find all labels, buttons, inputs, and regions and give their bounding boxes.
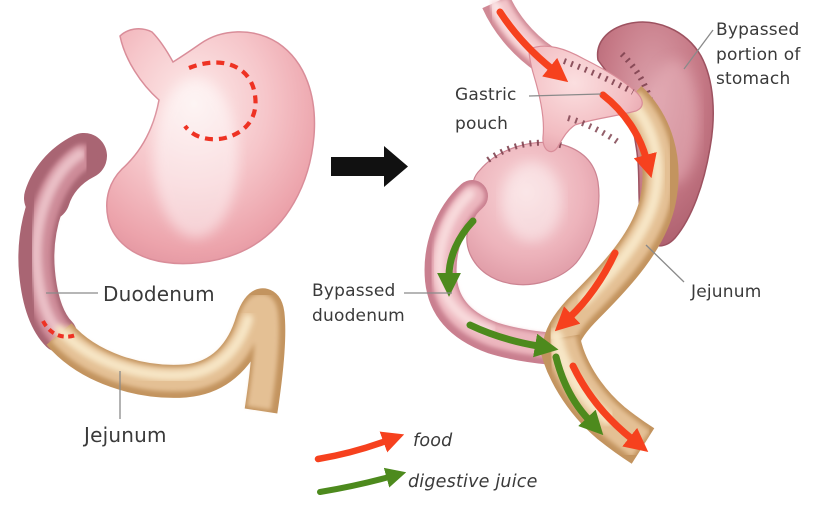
digestive-juice-arrows bbox=[437, 217, 604, 436]
legend-juice-label: digestive juice bbox=[408, 472, 538, 492]
pouch-incision-outline bbox=[183, 60, 258, 142]
bypassed-portion-leader-line bbox=[683, 29, 714, 70]
bypassed-duodenum-label: Bypassed duodenum bbox=[312, 281, 405, 326]
bypass-anatomy-figure bbox=[404, 0, 714, 464]
legend-food-arrow bbox=[314, 431, 405, 463]
juice-arrow-duodenum bbox=[437, 217, 477, 297]
jejunum-tube bbox=[46, 288, 286, 414]
pouch-staple-line-bottom bbox=[567, 115, 620, 145]
food-arrow-common-limb bbox=[569, 362, 649, 453]
jejunum-right-leader-line bbox=[645, 244, 685, 283]
gastric-pouch-leader-line bbox=[528, 93, 602, 97]
duodenum-tube bbox=[18, 133, 107, 352]
duodenum-label: Duodenum bbox=[103, 282, 215, 306]
jejunum-right-label: Jejunum bbox=[691, 282, 762, 302]
legend bbox=[314, 431, 407, 495]
transform-arrow bbox=[331, 146, 408, 187]
juice-arrow-junction bbox=[466, 321, 559, 358]
food-arrow-esophagus bbox=[496, 8, 569, 83]
food-arrow-pouch-outlet bbox=[599, 91, 657, 179]
legend-juice-arrow bbox=[317, 467, 407, 495]
gastric-pouch-label: Gastric pouch bbox=[455, 85, 517, 134]
remnant-bulb-body bbox=[466, 139, 600, 286]
food-arrows bbox=[496, 8, 657, 453]
remnant-staple-line bbox=[486, 139, 565, 163]
legend-food-label: food bbox=[413, 431, 453, 451]
duodenum-cut-dashes bbox=[41, 320, 77, 339]
bypassed-portion-label: Bypassed portion of stomach bbox=[716, 20, 801, 90]
jejunum-left-label: Jejunum bbox=[84, 423, 167, 447]
stomach-body bbox=[106, 28, 316, 265]
food-arrow-jejunum bbox=[554, 249, 619, 332]
normal-anatomy-figure bbox=[18, 28, 316, 419]
pouch-staple-line-top bbox=[562, 58, 635, 95]
juice-arrow-common-limb bbox=[552, 353, 604, 436]
